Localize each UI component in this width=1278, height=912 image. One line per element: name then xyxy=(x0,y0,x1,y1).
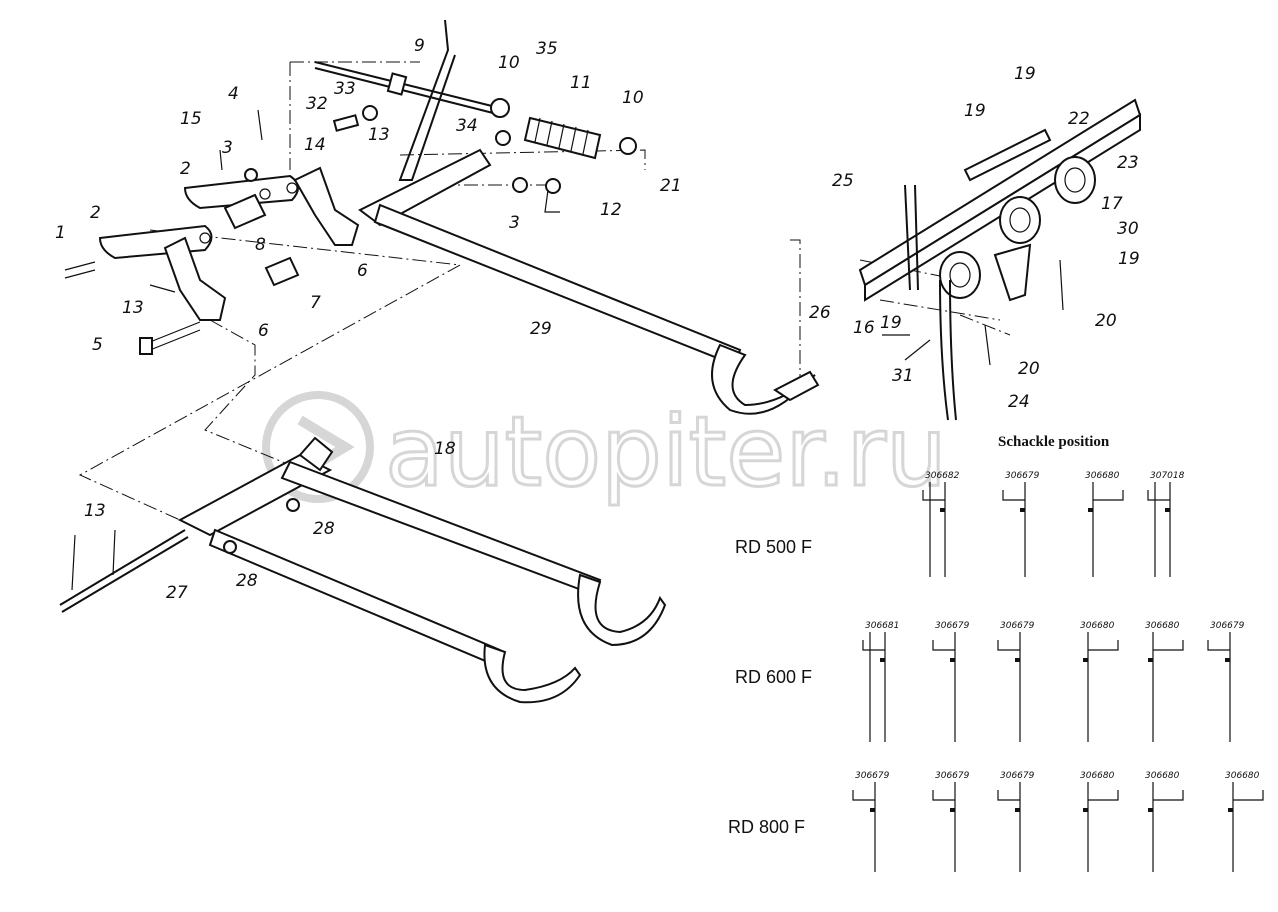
callout-20: 20 xyxy=(1095,311,1117,331)
callout-13: 13 xyxy=(122,298,144,318)
callout-19: 19 xyxy=(1118,249,1140,269)
callout-22: 22 xyxy=(1068,109,1090,129)
callout-5: 5 xyxy=(92,335,103,355)
shackle-306680: 306680 xyxy=(1145,621,1184,742)
shackle-grid: 306682 306679 306680 307018 306681 306679 3066… xyxy=(852,471,1264,872)
callout-7: 7 xyxy=(310,293,321,313)
callout-35: 35 xyxy=(536,39,558,59)
callout-28: 28 xyxy=(313,519,335,539)
callout-31: 31 xyxy=(892,366,914,386)
callout-14: 14 xyxy=(304,135,326,155)
shackle-306680: 306680 xyxy=(1085,471,1124,577)
callout-21: 21 xyxy=(660,176,682,196)
part-number: 306679 xyxy=(935,621,970,631)
shackle-306679: 306679 xyxy=(997,621,1035,742)
shackle-306679: 306679 xyxy=(1002,471,1040,577)
shackle-306680: 306680 xyxy=(1080,621,1119,742)
callout-10: 10 xyxy=(622,88,644,108)
callout-15: 15 xyxy=(180,109,202,129)
beam-29 xyxy=(358,148,820,415)
callout-33: 33 xyxy=(334,79,356,99)
callout-11: 11 xyxy=(570,73,592,93)
row-label-rd600: RD 600 F xyxy=(735,667,813,687)
part-number: 306680 xyxy=(1225,771,1260,781)
part-number: 306681 xyxy=(865,621,899,631)
callout-34: 34 xyxy=(456,116,478,136)
linkage-assembly xyxy=(64,109,360,355)
part-number: 306680 xyxy=(1145,621,1180,631)
part-number: 306679 xyxy=(935,771,970,781)
callout-6: 6 xyxy=(258,321,269,341)
shackle-307018: 307018 xyxy=(1147,471,1185,577)
callout-18: 18 xyxy=(434,439,456,459)
part-number: 306680 xyxy=(1085,471,1120,481)
callout-25: 25 xyxy=(832,171,854,191)
callout-2: 2 xyxy=(180,159,191,179)
callout-29: 29 xyxy=(530,319,552,339)
frame-18 xyxy=(59,436,667,704)
callout-27: 27 xyxy=(166,583,188,603)
part-number: 306680 xyxy=(1080,621,1115,631)
rod-and-spring xyxy=(314,19,637,213)
shackle-position-title: Schackle position xyxy=(998,434,1110,450)
shackle-306679: 306679 xyxy=(997,771,1035,872)
callout-6: 6 xyxy=(357,261,368,281)
shackle-306679: 306679 xyxy=(932,771,970,872)
shackle-306679: 306679 xyxy=(852,771,890,872)
part-number: 307018 xyxy=(1150,471,1185,481)
shackle-306680: 306680 xyxy=(1145,771,1184,872)
callout-19: 19 xyxy=(1014,64,1036,84)
callout-4: 4 xyxy=(228,84,239,104)
callout-26: 26 xyxy=(809,303,831,323)
shackle-306679: 306679 xyxy=(932,621,970,742)
callout-19: 19 xyxy=(880,313,902,333)
callout-13: 13 xyxy=(368,125,390,145)
shackle-306681: 306681 xyxy=(862,621,899,742)
callout-9: 9 xyxy=(414,36,425,56)
callout-32: 32 xyxy=(306,94,328,114)
callout-3: 3 xyxy=(509,213,520,233)
watermark: autopiter.ru xyxy=(262,391,948,510)
row-label-rd800: RD 800 F xyxy=(728,817,806,837)
callout-17: 17 xyxy=(1101,194,1123,214)
part-number: 306680 xyxy=(1080,771,1115,781)
part-number: 306679 xyxy=(1000,771,1035,781)
part-number: 306682 xyxy=(925,471,960,481)
callout-13: 13 xyxy=(84,501,106,521)
callout-24: 24 xyxy=(1008,392,1030,412)
tine-assembly xyxy=(858,98,1142,421)
svg-text:autopiter.ru: autopiter.ru xyxy=(385,396,947,508)
callout-8: 8 xyxy=(255,235,266,255)
part-number: 306680 xyxy=(1145,771,1180,781)
shackle-306682: 306682 xyxy=(922,471,960,577)
callout-1: 1 xyxy=(55,223,66,243)
callout-10: 10 xyxy=(498,53,520,73)
row-label-rd500: RD 500 F xyxy=(735,537,813,557)
callout-12: 12 xyxy=(600,200,622,220)
callout-3: 3 xyxy=(222,138,233,158)
part-number: 306679 xyxy=(1210,621,1245,631)
callout-19: 19 xyxy=(964,101,986,121)
callout-30: 30 xyxy=(1117,219,1139,239)
shackle-306680: 306680 xyxy=(1225,771,1264,872)
callout-2: 2 xyxy=(90,203,101,223)
part-number: 306679 xyxy=(855,771,890,781)
shackle-306679: 306679 xyxy=(1207,621,1245,742)
callout-23: 23 xyxy=(1117,153,1139,173)
callout-16: 16 xyxy=(853,318,875,338)
part-number: 306679 xyxy=(1005,471,1040,481)
callout-20: 20 xyxy=(1018,359,1040,379)
shackle-306680: 306680 xyxy=(1080,771,1119,872)
part-number: 306679 xyxy=(1000,621,1035,631)
callout-28: 28 xyxy=(236,571,258,591)
